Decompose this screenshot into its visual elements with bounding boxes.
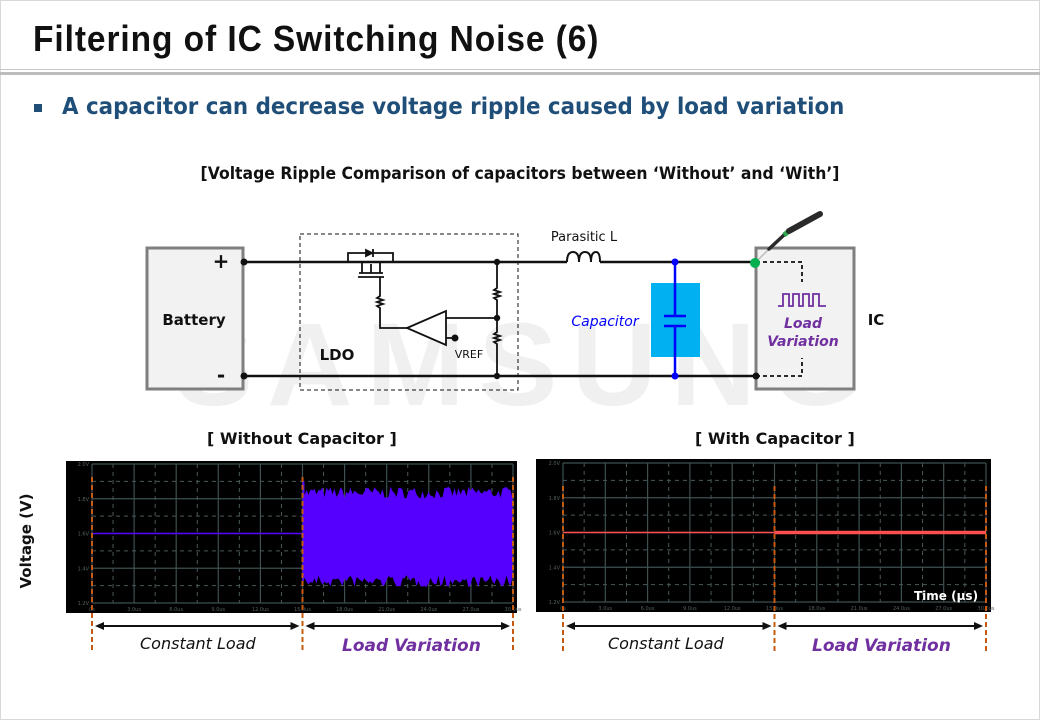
x-tick-label: 30.0us bbox=[978, 606, 995, 612]
region-arrowhead-right bbox=[501, 622, 510, 630]
x-tick-label: 6.0us bbox=[641, 606, 655, 612]
y-axis-label: Voltage (V) bbox=[17, 493, 35, 589]
y-tick-label: 1.2V bbox=[549, 600, 561, 606]
x-tick-label: 27.0us bbox=[935, 606, 952, 612]
x-tick-label: 0s bbox=[89, 607, 95, 613]
region-arrowhead-left bbox=[95, 622, 104, 630]
junction-nodes bbox=[240, 258, 760, 380]
x-tick-label: 21.0us bbox=[851, 606, 868, 612]
y-tick-label: 1.4V bbox=[549, 565, 561, 571]
watermark-text: SAMSUNG bbox=[174, 299, 875, 431]
region-arrowhead-left bbox=[777, 622, 787, 630]
y-tick-label: 1.6V bbox=[78, 532, 90, 538]
ic-label: IC bbox=[868, 311, 885, 329]
region-arrowhead-left bbox=[305, 622, 315, 630]
opamp-icon bbox=[404, 309, 447, 347]
capacitor-icon bbox=[664, 262, 686, 376]
region-label-variation-with: Load Variation bbox=[812, 636, 951, 656]
y-tick-label: 1.8V bbox=[549, 496, 561, 502]
battery-plus-sign: + bbox=[213, 249, 230, 273]
x-tick-label: 3.0us bbox=[598, 606, 612, 612]
battery-label: Battery bbox=[162, 311, 225, 329]
x-tick-label: 3.0us bbox=[127, 607, 141, 613]
x-tick-label: 15.0us bbox=[294, 607, 311, 613]
x-tick-label: 0s bbox=[560, 606, 566, 612]
vref-label: VREF bbox=[455, 348, 483, 361]
x-tick-label: 30.0us bbox=[505, 607, 522, 613]
y-tick-label: 2.0V bbox=[549, 461, 561, 467]
scope-background bbox=[66, 461, 517, 613]
parasitic-inductor-icon bbox=[566, 250, 601, 263]
x-tick-label: 21.0us bbox=[378, 607, 395, 613]
bullet-text: A capacitor can decrease voltage ripple … bbox=[62, 94, 845, 120]
load-path bbox=[756, 261, 803, 377]
region-arrowhead-right bbox=[290, 622, 300, 630]
y-tick-label: 1.2V bbox=[78, 601, 90, 607]
region-arrowhead-left bbox=[566, 622, 575, 630]
divider-resistor-bottom-icon bbox=[491, 318, 503, 376]
probe-node bbox=[750, 258, 760, 268]
region-label-constant-without: Constant Load bbox=[140, 634, 256, 653]
capacitor-label: Capacitor bbox=[571, 314, 639, 330]
x-tick-label: 24.0us bbox=[893, 606, 910, 612]
parasitic-inductor-label: Parasitic L bbox=[551, 230, 618, 245]
battery-minus-sign: - bbox=[217, 363, 225, 387]
capacitor-highlight bbox=[651, 283, 700, 357]
x-tick-label: 18.0us bbox=[336, 607, 353, 613]
gate-resistor-icon bbox=[374, 292, 407, 329]
x-tick-label: 18.0us bbox=[808, 606, 825, 612]
ldo-box bbox=[299, 233, 519, 391]
battery-box bbox=[145, 246, 245, 391]
region-label-constant-with: Constant Load bbox=[608, 634, 724, 653]
capacitor-top-node bbox=[671, 258, 679, 266]
x-tick-label: 15.0us bbox=[766, 606, 783, 612]
bullet-square-icon bbox=[34, 104, 42, 112]
slide-title: Filtering of IC Switching Noise (6) bbox=[33, 18, 600, 59]
comparison-caption: [Voltage Ripple Comparison of capacitors… bbox=[200, 164, 840, 184]
x-tick-label: 9.0us bbox=[211, 607, 225, 613]
x-tick-label: 27.0us bbox=[462, 607, 479, 613]
y-tick-label: 1.6V bbox=[549, 531, 561, 537]
region-arrowhead-right bbox=[974, 622, 983, 630]
x-tick-label: 24.0us bbox=[420, 607, 437, 613]
x-axis-label: Time (μs) bbox=[914, 589, 979, 603]
trace-ripple-band bbox=[302, 486, 513, 588]
capacitor-bottom-node bbox=[671, 372, 679, 380]
oscilloscope-probe-icon bbox=[755, 211, 823, 263]
mosfet-icon bbox=[347, 248, 394, 292]
x-tick-label: 12.0us bbox=[724, 606, 741, 612]
y-tick-label: 1.8V bbox=[78, 497, 90, 503]
ldo-label: LDO bbox=[320, 346, 355, 364]
title-divider-thin bbox=[0, 69, 1040, 70]
y-tick-label: 2.0V bbox=[78, 462, 90, 468]
x-tick-label: 9.0us bbox=[683, 606, 697, 612]
region-arrowhead-right bbox=[762, 622, 772, 630]
ic-box bbox=[754, 246, 856, 391]
x-tick-label: 6.0us bbox=[169, 607, 183, 613]
chart-title-with: [ With Capacitor ] bbox=[695, 429, 855, 448]
load-variation-label-line2: Variation bbox=[767, 334, 838, 350]
y-tick-label: 1.4V bbox=[78, 566, 90, 572]
region-label-variation-without: Load Variation bbox=[342, 636, 481, 656]
x-tick-label: 12.0us bbox=[252, 607, 269, 613]
divider-resistor-top-icon bbox=[491, 262, 503, 318]
vref-node bbox=[451, 334, 459, 342]
load-variation-label-line1: Load bbox=[784, 316, 823, 332]
pulse-waveform-icon bbox=[778, 293, 826, 307]
chart-title-without: [ Without Capacitor ] bbox=[207, 429, 397, 448]
title-divider-thick bbox=[0, 72, 1040, 75]
